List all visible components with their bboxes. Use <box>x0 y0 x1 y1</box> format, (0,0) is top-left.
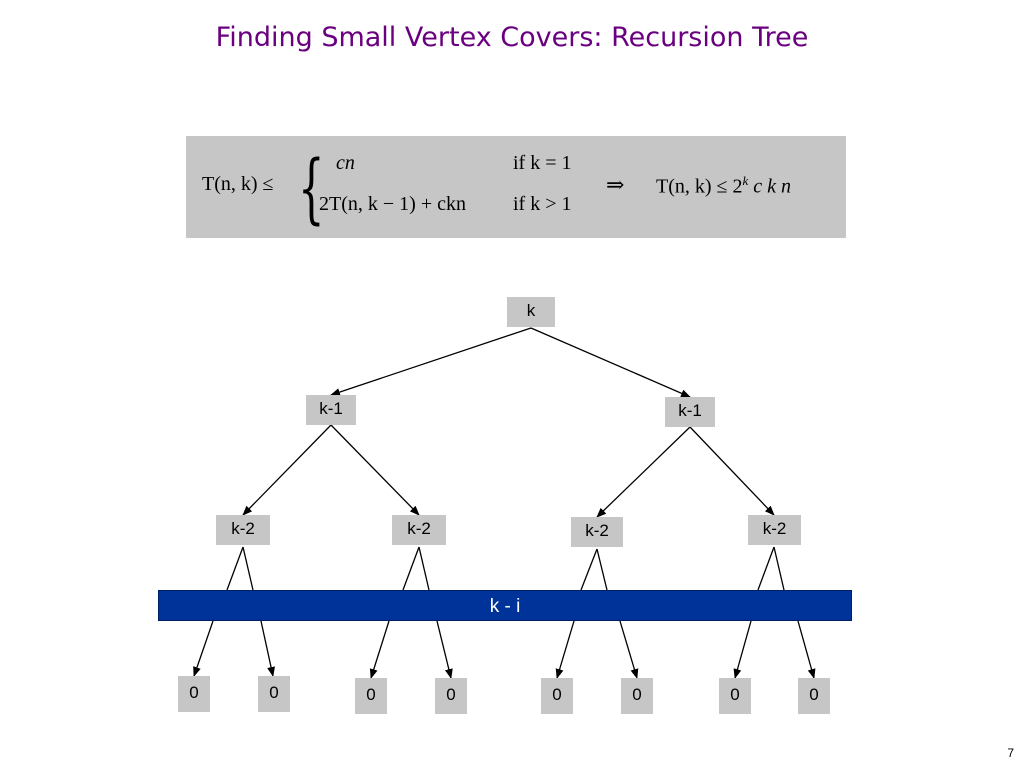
formula-lhs: T(n, k) ≤ <box>202 173 274 195</box>
leaf-node-3: 0 <box>355 678 387 714</box>
edge-l2c-down-right <box>596 548 608 591</box>
edge-band-leaf7 <box>733 620 752 679</box>
leaf-node-5: 0 <box>541 678 573 714</box>
edge-band-leaf4 <box>436 620 453 679</box>
tree-node-root: k <box>507 297 555 327</box>
edge-l1a-l2a <box>242 424 332 516</box>
edge-l2a-down-left <box>226 546 244 591</box>
tree-node-level2-3: k-2 <box>571 517 623 547</box>
edge-l1a-l2b <box>330 424 420 516</box>
rhs-main: T(n, k) ≤ 2 <box>656 175 743 198</box>
edge-l2c-down-left <box>580 548 598 591</box>
leaf-node-4: 0 <box>435 678 467 714</box>
leaf-node-6: 0 <box>621 678 653 714</box>
slide-title: Finding Small Vertex Covers: Recursion T… <box>215 22 809 53</box>
tree-node-level2-2: k-2 <box>392 515 446 545</box>
leaf-node-2: 0 <box>258 676 290 712</box>
formula-rhs: T(n, k) ≤ 2k c k n <box>656 173 791 199</box>
edge-band-leaf6 <box>619 620 639 679</box>
recurrence-formula-box: T(n, k) ≤ { cn if k = 1 2T(n, k − 1) + c… <box>186 136 846 238</box>
case1-condition: if k = 1 <box>513 152 572 174</box>
tree-node-level1-right: k-1 <box>665 397 715 427</box>
leaf-node-7: 0 <box>719 678 751 714</box>
edge-l2d-down-right <box>773 546 785 591</box>
edge-band-leaf8 <box>797 620 816 679</box>
edge-l1b-l2d <box>689 426 775 516</box>
edge-l1b-l2c <box>596 426 691 518</box>
edge-root-left <box>330 327 532 396</box>
edge-l2b-down-right <box>418 546 430 591</box>
tree-node-level2-1: k-2 <box>216 515 270 545</box>
edge-band-leaf3 <box>369 620 390 679</box>
implies-arrow: ⇒ <box>606 172 625 197</box>
edge-l2d-down-left <box>757 546 775 591</box>
tree-node-level2-4: k-2 <box>748 515 801 545</box>
edge-l2b-down-left <box>402 546 420 591</box>
left-brace-icon: { <box>298 143 325 232</box>
tree-node-level1-left: k-1 <box>306 395 356 425</box>
edge-band-leaf2 <box>260 620 275 677</box>
edge-band-leaf1 <box>193 620 214 677</box>
case2-expression: 2T(n, k − 1) + ckn <box>319 193 466 215</box>
leaf-node-8: 0 <box>798 678 830 714</box>
edge-l2a-down-right <box>242 546 254 591</box>
page-number: 7 <box>1007 746 1014 760</box>
leaf-node-1: 0 <box>178 676 210 712</box>
edge-root-right <box>530 327 691 398</box>
case2-condition: if k > 1 <box>513 193 572 215</box>
edge-band-leaf5 <box>555 620 575 679</box>
case1-expression: cn <box>336 152 355 174</box>
rhs-tail: c k n <box>748 175 792 198</box>
depth-band-k-minus-i: k - i <box>158 590 852 621</box>
rhs-exponent: k <box>742 173 749 188</box>
